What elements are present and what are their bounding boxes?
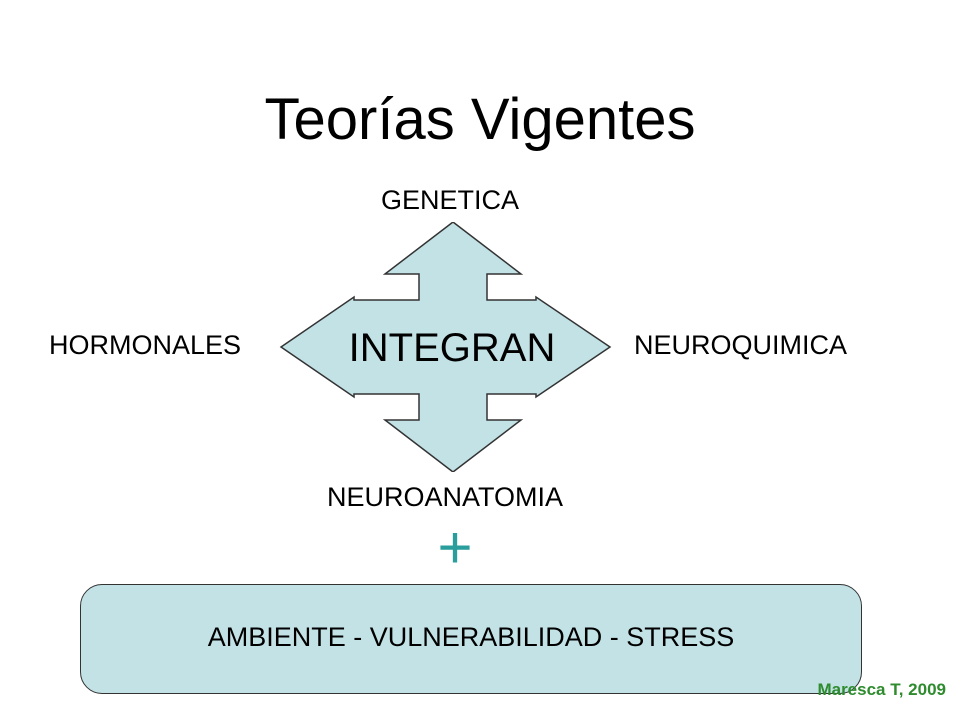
label-neuroquimica: NEUROQUIMICA xyxy=(634,330,848,360)
four-way-arrow-icon xyxy=(279,222,612,472)
label-hormonales: HORMONALES xyxy=(49,330,242,360)
label-neuroanatomia: NEUROANATOMIA xyxy=(326,482,564,512)
center-label-integran: INTEGRAN xyxy=(348,326,556,370)
label-genetica: GENETICA xyxy=(380,185,520,215)
environment-box: AMBIENTE - VULNERABILIDAD - STRESS xyxy=(80,584,862,694)
slide-title: Teorías Vigentes xyxy=(264,87,696,152)
plus-icon: + xyxy=(437,514,473,581)
credit-text: Maresca T, 2009 xyxy=(817,680,946,699)
environment-label: AMBIENTE - VULNERABILIDAD - STRESS xyxy=(207,621,735,652)
